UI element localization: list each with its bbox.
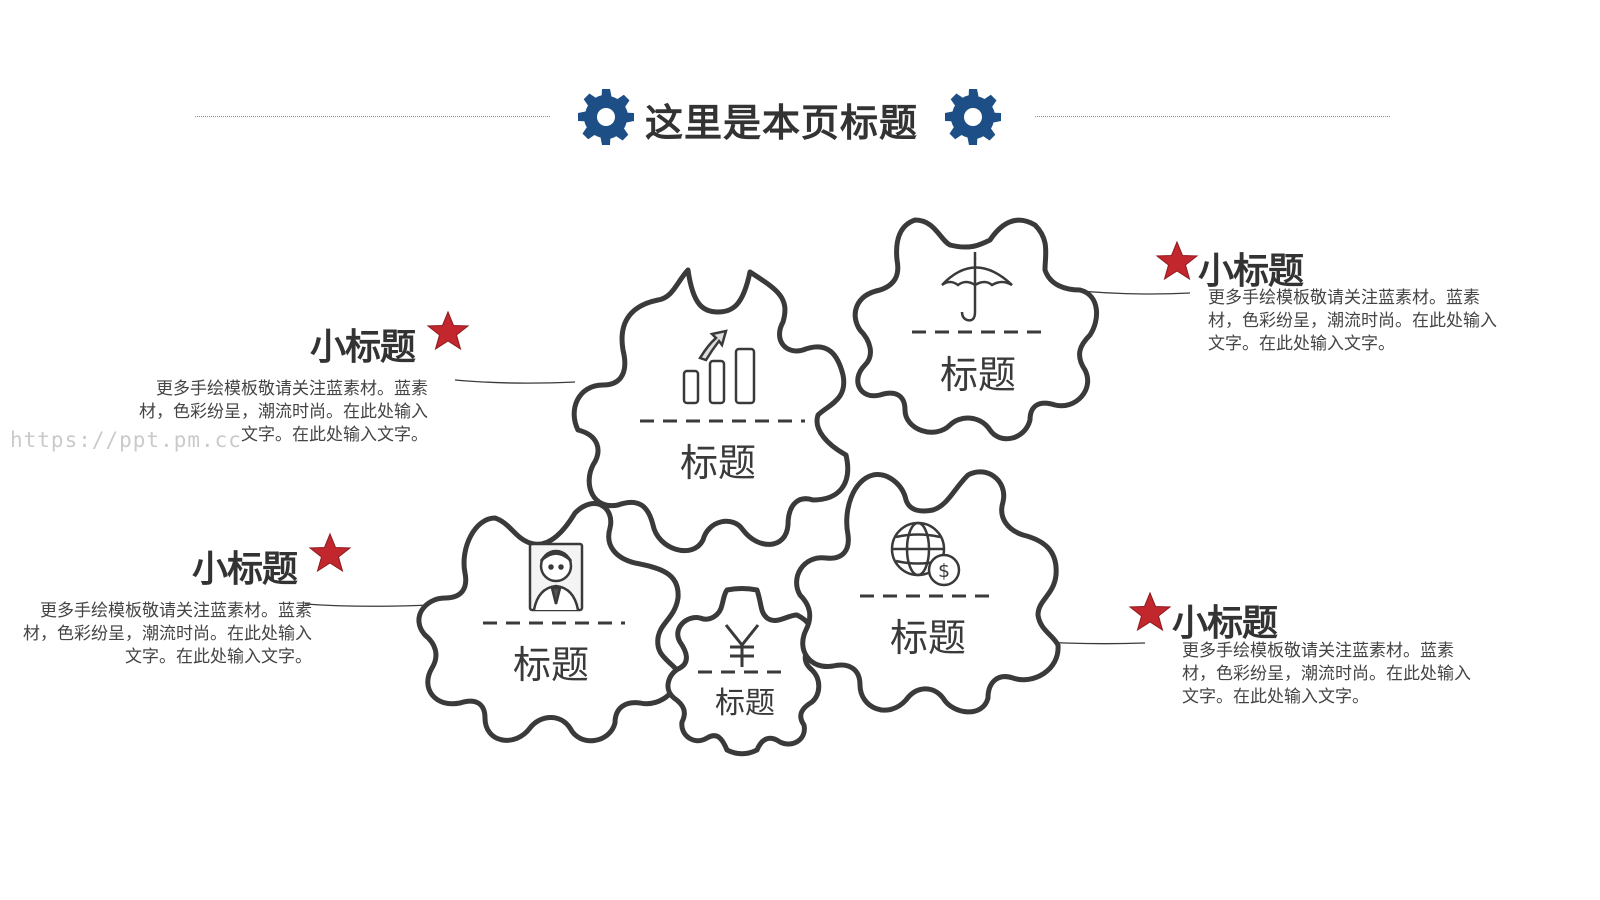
star-icon: [1128, 591, 1172, 632]
star-icon: [1155, 240, 1199, 281]
callout-text-right-bottom: 更多手绘模板敬请关注蓝素材。蓝素材，色彩纷呈，潮流时尚。在此处输入文字。在此处输…: [1182, 641, 1471, 707]
growth-chart-icon: [682, 329, 756, 405]
businessman-icon: [528, 542, 584, 612]
page-title: 这里是本页标题: [645, 101, 919, 145]
globe-dollar-icon: $: [890, 521, 961, 587]
gear-label-top-center: 标题: [679, 441, 757, 485]
umbrella-icon: [941, 252, 1013, 322]
gear-bottom-right: [794, 469, 1061, 715]
gear-label-bottom-right: 标题: [889, 616, 967, 660]
gear-bottom-left: [416, 501, 681, 744]
connector-line: [454, 379, 576, 384]
callout-title-left-bottom: 小标题: [192, 549, 298, 590]
gear-label-top-right: 标题: [939, 353, 1017, 397]
callout-title-left-top: 小标题: [310, 327, 416, 368]
star-icon: [308, 532, 352, 573]
callout-title-right-top: 小标题: [1198, 251, 1304, 292]
callout-text-right-top: 更多手绘模板敬请关注蓝素材。蓝素材，色彩纷呈，潮流时尚。在此处输入文字。在此处输…: [1208, 288, 1497, 354]
yuan-icon: [724, 624, 760, 667]
gear-top-center: [571, 267, 851, 554]
title-divider-right: [1035, 116, 1390, 117]
gear-top-right: [852, 217, 1100, 442]
star-icon: [426, 310, 470, 351]
watermark-text: https://ppt.pm.cc: [10, 428, 242, 452]
callout-text-left-bottom: 更多手绘模板敬请关注蓝素材。蓝素材，色彩纷呈，潮流时尚。在此处输入文字。在此处输…: [23, 601, 312, 667]
gear-icon: [578, 89, 634, 145]
gear-bottom-small: [665, 586, 822, 757]
gear-label-bottom-small: 标题: [715, 686, 775, 721]
title-divider-left: [195, 116, 550, 117]
callout-title-right-bottom: 小标题: [1172, 603, 1278, 644]
gear-label-bottom-left: 标题: [512, 643, 590, 687]
callout-text-left-top: 更多手绘模板敬请关注蓝素材。蓝素材，色彩纷呈，潮流时尚。在此处输入文字。在此处输…: [139, 379, 428, 445]
gear-icon: [945, 89, 1001, 145]
connector-line: [304, 603, 431, 607]
svg-text:$: $: [938, 560, 950, 582]
